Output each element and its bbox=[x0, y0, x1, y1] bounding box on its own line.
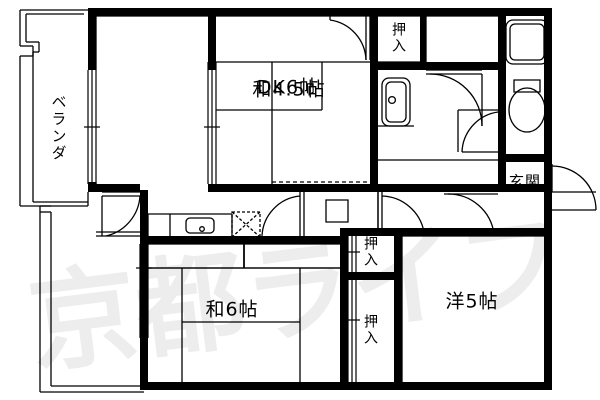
window-dk-west[interactable] bbox=[84, 70, 100, 184]
room-label-genkan: 玄関 bbox=[508, 172, 542, 191]
toilet-icon bbox=[508, 79, 546, 133]
lower-left-outline bbox=[39, 205, 144, 393]
washitsu45-tatami bbox=[216, 15, 370, 184]
room-label-washitsu45: 和4.5帖 bbox=[252, 78, 326, 101]
door-hall-east[interactable] bbox=[444, 189, 498, 235]
closet-label-oshiire-top: 押入 bbox=[390, 22, 406, 54]
window-washitsu6-west[interactable] bbox=[136, 244, 152, 338]
dk-room-outline bbox=[95, 15, 208, 192]
room-label-veranda: ベランダ bbox=[49, 94, 68, 162]
yoshitsu5-outline bbox=[401, 235, 544, 382]
oshiire-top-outline bbox=[378, 15, 420, 63]
door-genkan-entry[interactable] bbox=[547, 164, 597, 211]
closet-label-oshiire-mid: 押入 bbox=[362, 236, 378, 268]
room-label-yoshitsu5: 洋5帖 bbox=[445, 290, 499, 313]
door-hall-center[interactable] bbox=[377, 192, 425, 235]
thin-lines bbox=[19, 9, 597, 393]
bathtub-icon bbox=[505, 19, 549, 65]
sliding-door-washitsu45-south[interactable] bbox=[216, 181, 370, 191]
door-bath-west[interactable] bbox=[426, 69, 483, 127]
door-hall-west[interactable] bbox=[261, 192, 349, 237]
kitchen-sink-icon bbox=[185, 217, 215, 234]
door-dk-south[interactable] bbox=[96, 191, 141, 237]
sliding-door-oshiire-mid[interactable] bbox=[344, 236, 360, 272]
door-washitsu45-north[interactable] bbox=[329, 16, 371, 61]
stove-icon bbox=[231, 211, 261, 238]
veranda-outline bbox=[19, 9, 89, 207]
closet-label-oshiire-bottom: 押入 bbox=[362, 314, 378, 346]
sliding-door-oshiire-bottom[interactable] bbox=[344, 280, 360, 382]
room-label-washitsu6: 和6帖 bbox=[205, 298, 259, 321]
window-washitsu45-west[interactable] bbox=[204, 62, 220, 184]
washitsu6-tatami bbox=[148, 243, 340, 382]
door-bath-south[interactable] bbox=[457, 109, 499, 153]
washbasin-icon bbox=[378, 77, 414, 127]
bath-area bbox=[425, 15, 498, 62]
room-label-dk: DK6帖 bbox=[256, 76, 320, 99]
